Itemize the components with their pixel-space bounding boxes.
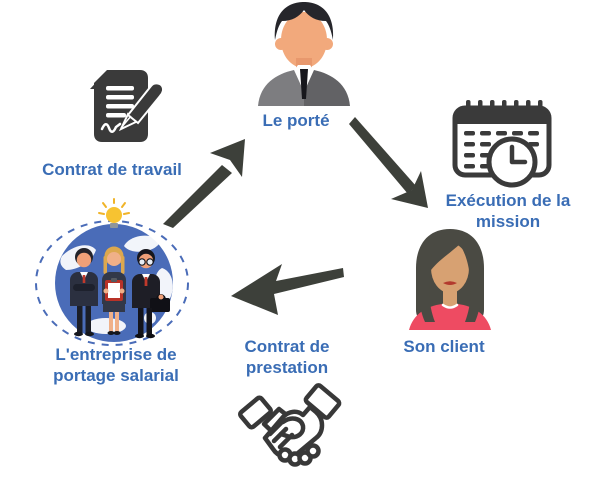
arrow-up-right-icon <box>160 133 250 228</box>
label-son-client: Son client <box>403 337 485 356</box>
label-contrat-travail: Contrat de travail <box>42 160 182 179</box>
handshake-icon <box>234 382 346 476</box>
team-globe-lightbulb-icon <box>34 198 196 348</box>
calendar-clock-icon <box>450 99 562 191</box>
arrow-down-right-icon <box>344 116 439 216</box>
arrow-left-icon <box>226 260 346 318</box>
label-execution-mission: Exécution de la mission <box>445 191 571 231</box>
businessman-avatar-icon <box>250 0 358 106</box>
label-le-porte: Le porté <box>262 111 330 130</box>
signed-contract-pen-icon <box>76 64 168 156</box>
businesswoman-avatar-icon <box>397 226 503 330</box>
label-entreprise-portage: L'entreprise de portage salarial <box>53 345 179 385</box>
label-contrat-prestation: Contrat de prestation <box>244 337 330 377</box>
